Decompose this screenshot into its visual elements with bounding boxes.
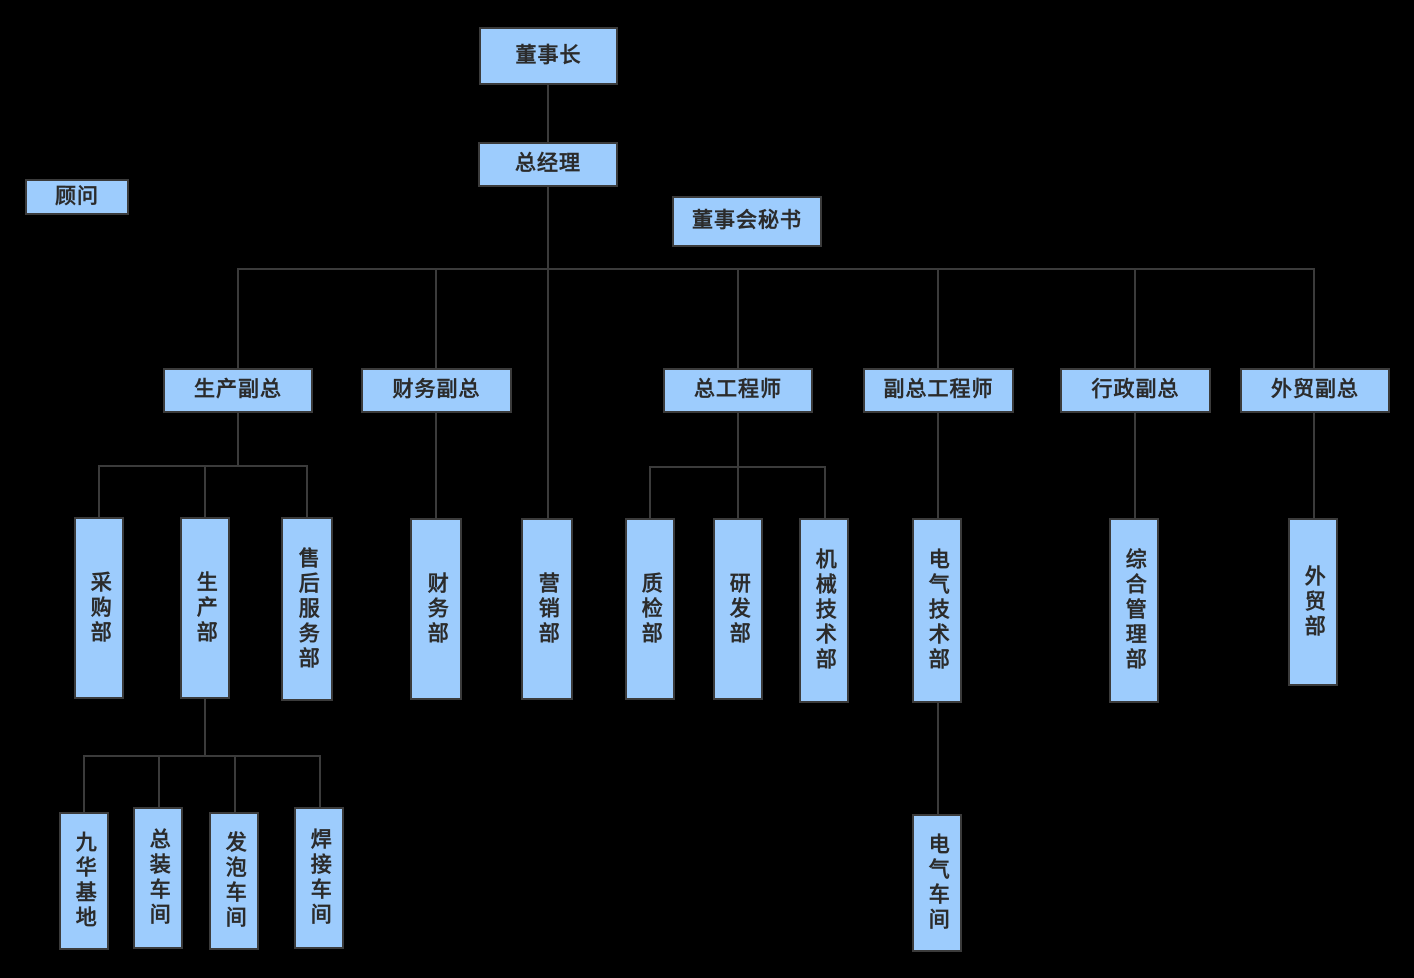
node-chief-engineer[interactable]: 总工程师 <box>663 368 813 413</box>
node-board-secretary[interactable]: 董事会秘书 <box>672 196 822 247</box>
edge-drop-deputy-chief-engineer <box>937 268 939 368</box>
edge-workshops-bus <box>84 755 321 757</box>
node-ws-welding[interactable]: 焊接车间 <box>294 807 344 949</box>
node-vp-foreign-trade[interactable]: 外贸副总 <box>1240 368 1390 413</box>
edge-drop-dept-production <box>204 465 206 518</box>
node-ws-assembly[interactable]: 总装车间 <box>133 807 183 949</box>
node-dept-finance[interactable]: 财务部 <box>410 518 462 700</box>
edge-drop-dept-purchasing <box>98 465 100 518</box>
node-ws-electrical[interactable]: 电气车间 <box>912 814 962 952</box>
edge-dept-electrical-to-ws-electrical <box>937 700 939 815</box>
edge-drop-vp-foreign-trade <box>1313 268 1315 368</box>
edge-drop-dept-quality <box>649 466 651 518</box>
node-ws-jiuhua-base[interactable]: 九华基地 <box>59 812 109 950</box>
edge-general-manager-to-marketing <box>547 268 549 519</box>
node-chairman[interactable]: 董事长 <box>479 27 618 85</box>
edge-vp-administration-to-dept-general-admin <box>1134 412 1136 519</box>
node-vp-production[interactable]: 生产副总 <box>163 368 313 413</box>
node-dept-general-admin[interactable]: 综合管理部 <box>1109 518 1159 703</box>
node-dept-electrical[interactable]: 电气技术部 <box>912 518 962 703</box>
edge-drop-dept-mechanical <box>824 466 826 518</box>
edge-chairman-to-general-manager <box>547 85 549 142</box>
edge-drop-vp-finance <box>435 268 437 368</box>
edge-dept-production-stem <box>204 698 206 756</box>
edge-drop-vp-production <box>237 268 239 368</box>
edge-drop-vp-administration <box>1134 268 1136 368</box>
node-dept-mechanical[interactable]: 机械技术部 <box>799 518 849 703</box>
edge-drop-chief-engineer <box>737 268 739 368</box>
node-dept-marketing[interactable]: 营销部 <box>521 518 573 700</box>
edge-drop-ws-welding <box>319 755 321 808</box>
node-advisor[interactable]: 顾问 <box>25 179 129 215</box>
node-dept-foreign-trade[interactable]: 外贸部 <box>1288 518 1338 686</box>
node-vp-finance[interactable]: 财务副总 <box>361 368 512 413</box>
node-dept-rnd[interactable]: 研发部 <box>713 518 763 700</box>
edge-vp-production-stem <box>237 412 239 466</box>
edge-executive-bus <box>238 268 1314 270</box>
edge-general-manager-trunk <box>547 186 549 270</box>
edge-drop-dept-rnd <box>737 466 739 518</box>
edge-deputy-chief-engineer-to-dept-electrical <box>937 412 939 519</box>
node-deputy-chief-engineer[interactable]: 副总工程师 <box>863 368 1014 413</box>
edge-drop-ws-jiuhua-base <box>83 755 85 813</box>
edge-vp-finance-to-dept-finance <box>435 412 437 519</box>
node-dept-purchasing[interactable]: 采购部 <box>74 517 124 699</box>
node-dept-production[interactable]: 生产部 <box>180 517 230 699</box>
node-ws-foaming[interactable]: 发泡车间 <box>209 812 259 950</box>
edge-drop-dept-after-sales <box>306 465 308 518</box>
edge-production-children-bus <box>99 465 308 467</box>
node-general-manager[interactable]: 总经理 <box>478 142 618 187</box>
edge-vp-foreign-trade-to-dept-foreign-trade <box>1313 412 1315 519</box>
node-vp-administration[interactable]: 行政副总 <box>1060 368 1211 413</box>
node-dept-after-sales[interactable]: 售后服务部 <box>281 517 333 701</box>
edge-drop-ws-assembly <box>158 755 160 808</box>
edge-drop-ws-foaming <box>234 755 236 813</box>
edge-chief-engineer-stem <box>737 412 739 467</box>
node-dept-quality[interactable]: 质检部 <box>625 518 675 700</box>
